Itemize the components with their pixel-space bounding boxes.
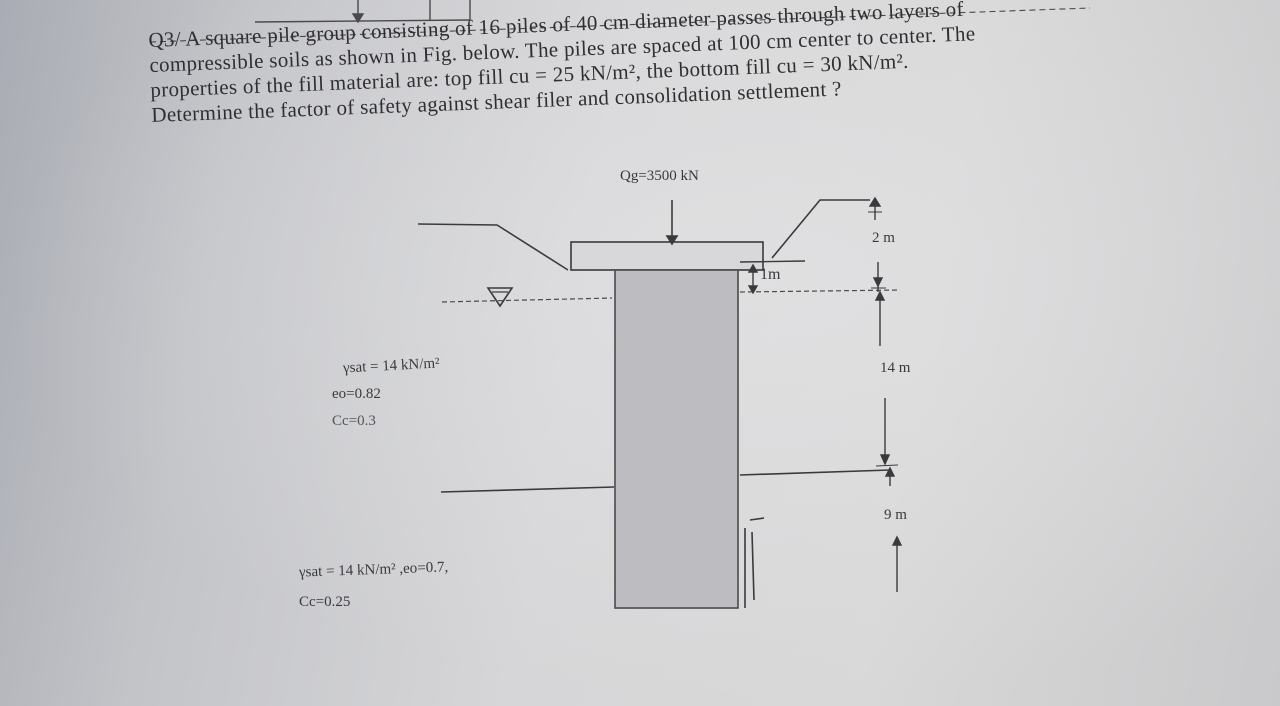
layer2-compression-index: Cc=0.25 (299, 594, 351, 610)
dimension-label-cap: 1m (760, 266, 781, 283)
dimension-chain (868, 196, 903, 592)
ground-surface-left (417, 223, 569, 271)
water-table-icon (486, 287, 514, 308)
load-label: Qg=3500 kN (620, 168, 699, 184)
dimension-label-bottom: 9 m (884, 507, 907, 523)
pile-cap (570, 241, 764, 271)
load-arrow (665, 200, 679, 246)
layer1-compression-index: Cc=0.3 (332, 413, 376, 429)
previous-figure-remnant (149, 0, 1091, 43)
ground-surface-right (771, 199, 870, 259)
layer-boundary (440, 469, 891, 493)
dimension-label-top: 2 m (872, 230, 895, 246)
cap-dimension-arrow (747, 263, 759, 295)
layer1-void-ratio: eo=0.82 (332, 386, 381, 402)
pile-group-body (614, 269, 739, 609)
dimension-label-middle: 14 m (880, 360, 911, 376)
water-table (441, 287, 901, 308)
